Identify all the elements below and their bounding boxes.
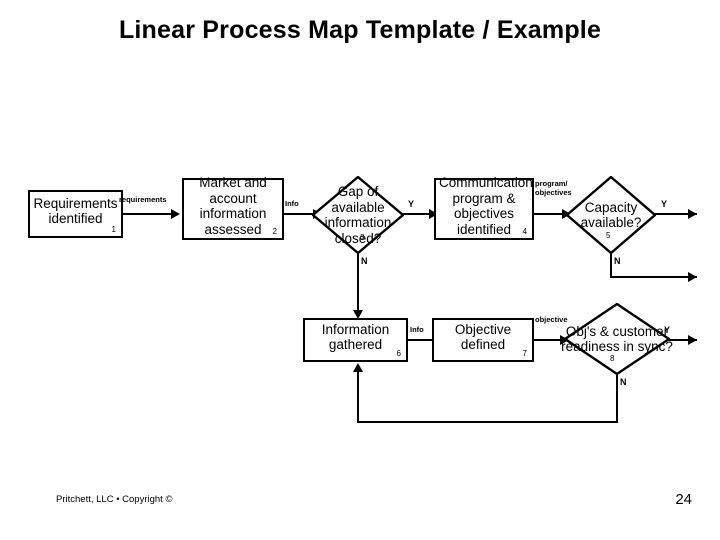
branch-label-d8-no: N	[620, 377, 627, 387]
arrowhead-n5-yes-exit	[688, 209, 697, 219]
edge-label-info-1: Info	[285, 199, 299, 208]
process-box-number: 6	[396, 349, 401, 358]
arrowhead-n5-no-exit	[688, 272, 697, 282]
arrowhead-n1-to-n2	[171, 209, 180, 219]
process-box-label: Market and account information assessed	[199, 175, 267, 237]
process-box-market-account-information-assessed[interactable]: Market and account information assessed …	[182, 175, 284, 240]
connector-n8-no-down	[616, 375, 618, 423]
arrowhead-n3-no-to-n6	[353, 310, 363, 319]
connector-n2-to-n3	[284, 213, 319, 215]
connector-n8-no-up-to-n6	[357, 370, 359, 423]
connector-n5-yes-exit	[655, 213, 697, 215]
connector-n8-no-left	[357, 421, 618, 423]
footer-page-number: 24	[675, 491, 692, 508]
edge-label-info-2: Info	[410, 325, 424, 334]
branch-label-d5-no: N	[614, 256, 621, 266]
decision-number: 3	[360, 233, 365, 242]
branch-label-d5-yes: Y	[661, 199, 668, 209]
arrowhead-n8-no-to-n6	[353, 363, 363, 372]
arrowhead-n3-yes-to-n4	[429, 209, 438, 219]
connector-n6-to-n7	[408, 339, 444, 341]
connector-n5-no-down	[610, 254, 612, 278]
page-title: Linear Process Map Template / Example	[118, 16, 602, 44]
process-box-communication-program-objectives-identified[interactable]: Communication program & objectives ident…	[434, 175, 534, 240]
edge-label-requirements: requirements	[119, 195, 167, 204]
diamond-shape-icon	[312, 176, 404, 254]
process-box-label: Communication program & objectives ident…	[439, 175, 533, 237]
edge-label-program-objectives-line1: program/	[535, 179, 568, 188]
process-box-number: 1	[111, 225, 116, 234]
process-box-requirements-identified[interactable]: Requirements identified 1	[28, 190, 123, 238]
edge-label-program-objectives-line2: objectives	[535, 188, 572, 197]
decision-number: 5	[606, 231, 611, 240]
connector-n3-no-to-n6	[357, 254, 359, 314]
diamond-shape-icon	[564, 303, 670, 375]
connector-n4-to-n5	[534, 213, 568, 215]
footer-copyright: Pritchett, LLC • Copyright ©	[56, 494, 173, 505]
edge-label-objective: objective	[535, 315, 568, 324]
branch-label-d8-yes: Y	[664, 325, 671, 335]
process-box-objective-defined[interactable]: Objective defined 7	[432, 318, 534, 362]
connector-n8-yes-exit	[668, 339, 697, 341]
decision-diamond-gap-information-closed[interactable]: Gap of available information closed? 3	[312, 176, 404, 254]
process-box-label: Objective defined	[454, 321, 512, 353]
process-box-number: 4	[522, 227, 527, 236]
branch-label-d3-no: N	[361, 256, 368, 266]
connector-n3-yes-to-n4	[403, 213, 435, 215]
connector-n1-to-n2	[123, 213, 173, 215]
decision-diamond-objectives-customer-readiness-in-sync[interactable]: Obj's & customer readiness in sync? 8	[561, 303, 673, 375]
decision-diamond-capacity-available[interactable]: Capacity available? 5	[566, 176, 656, 254]
process-box-number: 2	[272, 227, 277, 236]
connector-n7-to-n8	[534, 339, 566, 341]
connector-n5-no-right	[610, 276, 697, 278]
diamond-shape-icon	[566, 176, 656, 254]
process-box-number: 7	[522, 349, 527, 358]
arrowhead-n8-yes-exit	[688, 335, 697, 345]
process-box-information-gathered[interactable]: Information gathered 6	[303, 318, 408, 362]
process-box-label: Requirements identified	[33, 195, 118, 227]
decision-number: 8	[610, 354, 615, 363]
process-box-label: Information gathered	[321, 321, 390, 353]
branch-label-d3-yes: Y	[408, 199, 415, 209]
